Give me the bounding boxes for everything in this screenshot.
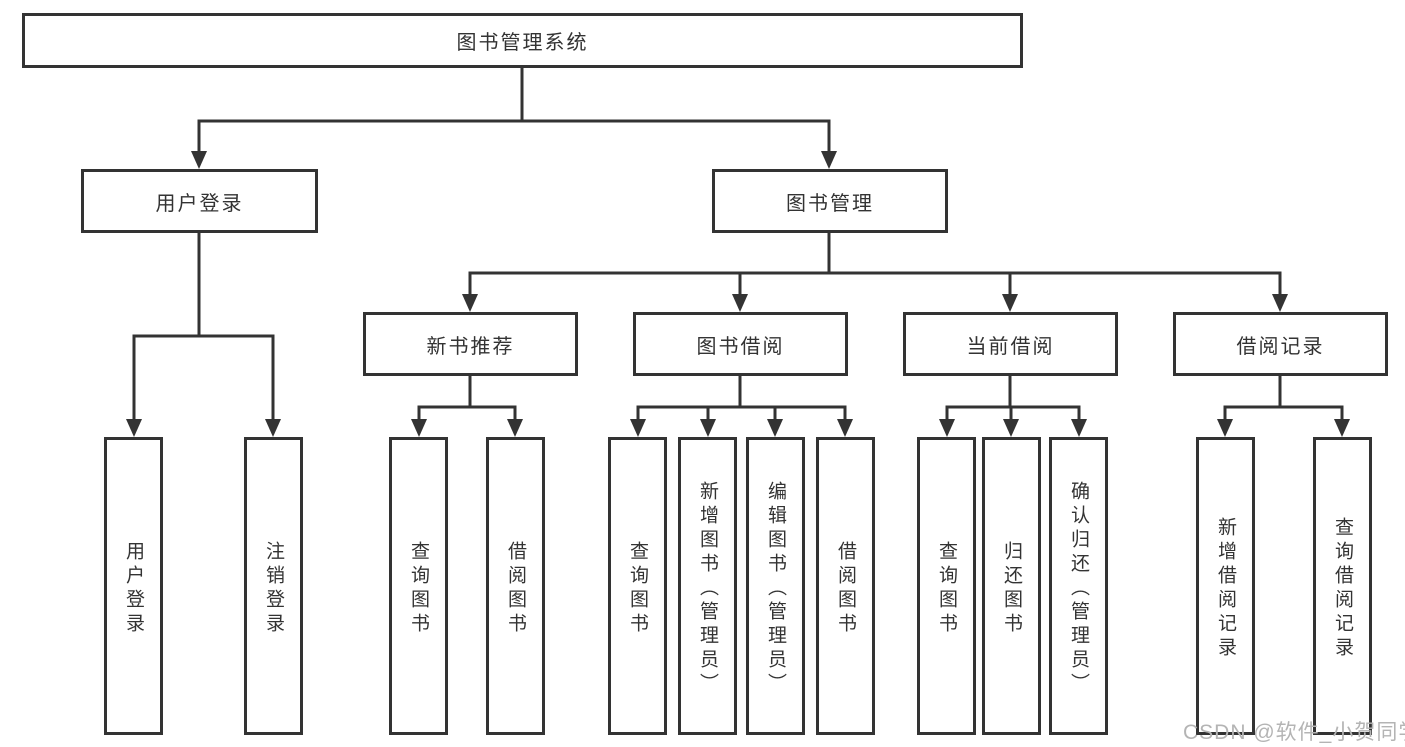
leaf-logout: 注销登录 [244,437,303,735]
leaf-user-login: 用户登录 [104,437,163,735]
leaf-recommend-borrow-book: 借阅图书 [486,437,545,735]
node-current-borrow-label: 当前借阅 [966,335,1055,358]
leaf-borrow-query-book: 查询图书 [608,437,667,735]
leaf-current-query-book: 查询图书 [917,437,976,735]
leaf-add-book-admin-label: 新增图书（管理员） [697,481,718,697]
leaf-recommend-borrow-book-label: 借阅图书 [505,541,526,637]
leaf-edit-book-admin-label: 编辑图书（管理员） [765,481,786,697]
leaf-current-query-book-label: 查询图书 [936,541,957,637]
leaf-confirm-return-admin-label: 确认归还（管理员） [1068,481,1089,697]
leaf-borrow-query-book-label: 查询图书 [627,541,648,637]
node-borrow-records: 借阅记录 [1173,312,1388,376]
node-root: 图书管理系统 [22,13,1023,68]
leaf-query-borrow-record-label: 查询借阅记录 [1332,517,1353,661]
node-book-management-label: 图书管理 [786,192,874,215]
node-book-borrow-label: 图书借阅 [696,335,785,358]
leaf-recommend-query-book: 查询图书 [389,437,448,735]
node-borrow-records-label: 借阅记录 [1236,335,1325,358]
node-book-borrow: 图书借阅 [633,312,848,376]
leaf-user-login-label: 用户登录 [123,541,144,637]
leaf-query-borrow-record: 查询借阅记录 [1313,437,1372,735]
leaf-confirm-return-admin: 确认归还（管理员） [1049,437,1108,735]
leaf-edit-book-admin: 编辑图书（管理员） [746,437,805,735]
leaf-add-borrow-record: 新增借阅记录 [1196,437,1255,735]
leaf-add-borrow-record-label: 新增借阅记录 [1215,517,1236,661]
node-user-login-group-label: 用户登录 [155,192,244,215]
leaf-borrow-book-label: 借阅图书 [835,541,856,637]
leaf-logout-label: 注销登录 [263,541,284,637]
leaf-return-book: 归还图书 [982,437,1041,735]
node-root-label: 图书管理系统 [456,32,589,54]
csdn-watermark: CSDN @软件_小贺同学 [1183,721,1405,744]
node-book-management: 图书管理 [712,169,948,233]
arrowheads [126,151,1350,437]
node-new-book-recommend-label: 新书推荐 [426,335,515,358]
node-current-borrow: 当前借阅 [903,312,1118,376]
node-new-book-recommend: 新书推荐 [363,312,578,376]
leaf-borrow-book: 借阅图书 [816,437,875,735]
leaf-recommend-query-book-label: 查询图书 [408,541,429,637]
leaf-return-book-label: 归还图书 [1001,541,1022,637]
node-user-login-group: 用户登录 [81,169,318,233]
leaf-add-book-admin: 新增图书（管理员） [678,437,737,735]
